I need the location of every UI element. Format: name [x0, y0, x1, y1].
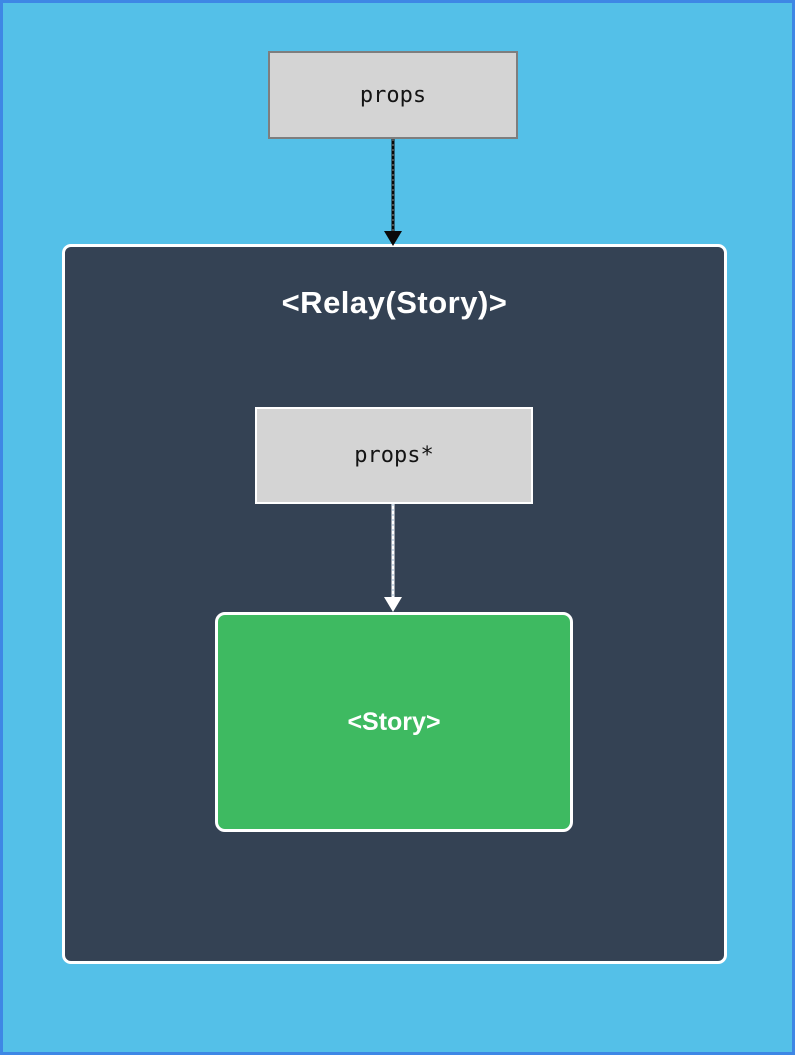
arrow-down-icon: [384, 139, 402, 246]
story-box-label: <Story>: [347, 707, 441, 736]
arrow-shaft: [391, 139, 395, 232]
props-box: props: [268, 51, 518, 139]
arrow-down-icon: [384, 504, 402, 612]
arrow-shaft: [391, 504, 395, 598]
relay-story-title: <Relay(Story)>: [281, 285, 508, 320]
arrow-head: [384, 597, 402, 612]
arrow-head: [384, 231, 402, 246]
story-box: <Story>: [215, 612, 573, 832]
props-box-label: props: [359, 82, 427, 108]
props-star-box: props*: [255, 407, 533, 504]
props-star-box-label: props*: [354, 443, 434, 468]
